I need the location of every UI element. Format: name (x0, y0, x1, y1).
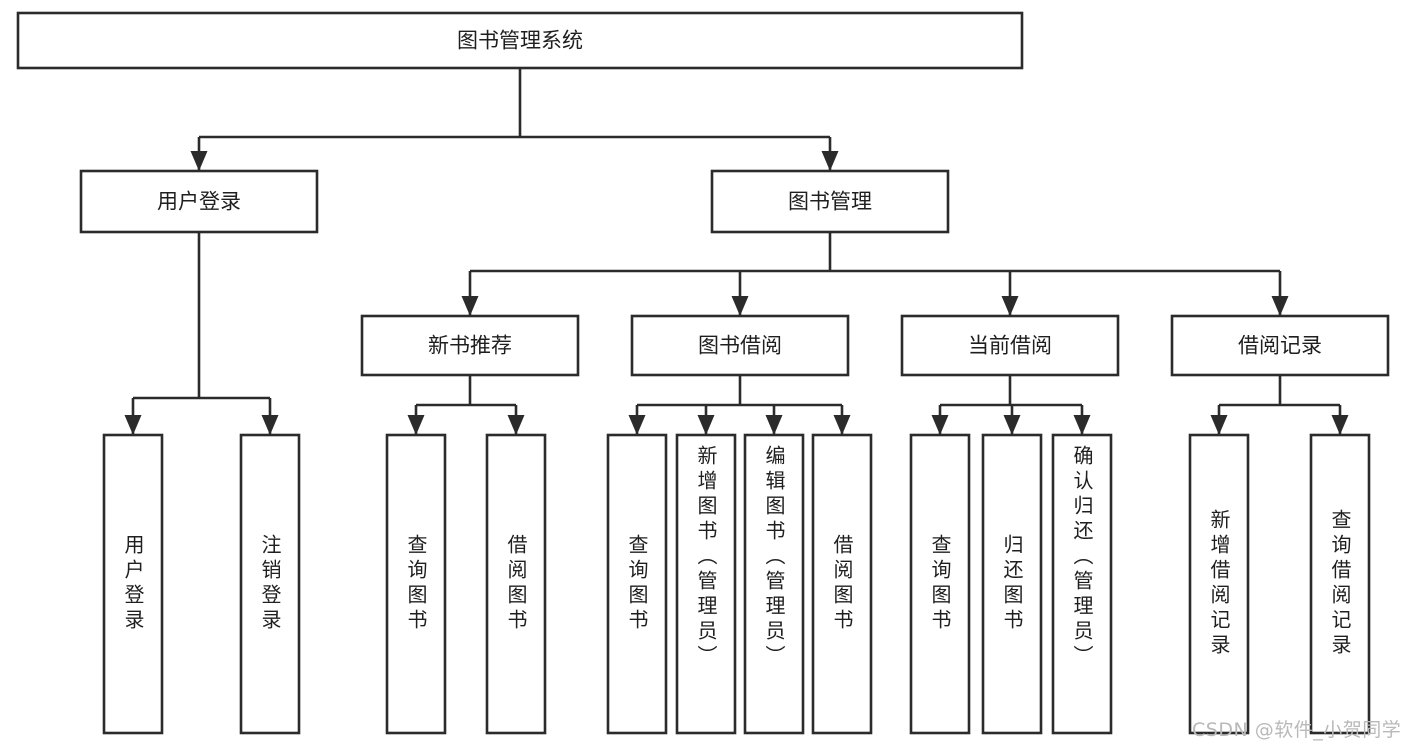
node-root[interactable]: 图书管理系统 (16, 11, 1024, 70)
node-leaf-add-record-rect (1188, 433, 1250, 735)
node-book-manage-rect (710, 169, 950, 234)
arrow-head-icon (1073, 415, 1091, 435)
node-borrow-record-label: 借阅记录 (1238, 334, 1322, 358)
node-user-login[interactable]: 用户登录 (79, 169, 319, 234)
node-book-borrow[interactable]: 图书借阅 (630, 314, 850, 377)
node-leaf-query-record[interactable] (1309, 433, 1371, 735)
node-leaf-return-book[interactable] (981, 433, 1043, 735)
arrow-head-icon (1003, 415, 1021, 435)
node-leaf-add-book[interactable] (675, 433, 737, 735)
arrow-head-icon (1210, 415, 1228, 435)
arrow-head-icon (731, 296, 749, 316)
node-borrow-record[interactable]: 借阅记录 (1170, 314, 1390, 377)
arrow-head-icon (407, 415, 425, 435)
node-leaf-query-book-3[interactable] (909, 433, 971, 735)
node-leaf-query-book-2[interactable] (606, 433, 668, 735)
node-leaf-query-book-2-rect (606, 433, 668, 735)
arrow-head-icon (1271, 296, 1289, 316)
node-leaf-query-book-3-rect (909, 433, 971, 735)
node-new-book-rec-rect (360, 314, 580, 377)
node-leaf-confirm-return[interactable] (1051, 433, 1113, 735)
node-leaf-user-logout[interactable] (239, 433, 301, 735)
arrow-head-icon (124, 415, 142, 435)
node-leaf-add-record[interactable] (1188, 433, 1250, 735)
arrow-head-icon (461, 296, 479, 316)
arrow-head-icon (261, 415, 279, 435)
node-leaf-confirm-return-rect (1051, 433, 1113, 735)
node-new-book-rec-label: 新书推荐 (428, 334, 512, 358)
arrow-head-icon (765, 415, 783, 435)
arrow-head-icon (931, 415, 949, 435)
node-current-borrow-label: 当前借阅 (968, 334, 1052, 358)
node-book-manage-label: 图书管理 (788, 190, 872, 214)
node-book-borrow-label: 图书借阅 (698, 334, 782, 358)
arrow-head-icon (628, 415, 646, 435)
node-leaf-borrow-book-2[interactable] (811, 433, 873, 735)
node-leaf-query-book-1-rect (385, 433, 447, 735)
node-new-book-rec[interactable]: 新书推荐 (360, 314, 580, 377)
node-leaf-user-logout-rect (239, 433, 301, 735)
node-root-label: 图书管理系统 (457, 29, 583, 53)
node-leaf-query-record-rect (1309, 433, 1371, 735)
node-borrow-record-rect (1170, 314, 1390, 377)
node-leaf-borrow-book-2-rect (811, 433, 873, 735)
arrow-head-icon (507, 415, 525, 435)
node-leaf-edit-book-rect (743, 433, 805, 735)
watermark-text: CSDN @软件_小贺同学 (1192, 719, 1402, 741)
arrow-head-icon (697, 415, 715, 435)
node-book-manage[interactable]: 图书管理 (710, 169, 950, 234)
node-root-rect (16, 11, 1024, 70)
node-current-borrow[interactable]: 当前借阅 (900, 314, 1120, 377)
arrow-head-icon (821, 151, 839, 171)
node-leaf-edit-book[interactable] (743, 433, 805, 735)
node-leaf-borrow-book-1-rect (485, 433, 547, 735)
node-user-login-rect (79, 169, 319, 234)
node-leaf-user-login[interactable] (102, 433, 164, 735)
node-leaf-borrow-book-1[interactable] (485, 433, 547, 735)
arrow-head-icon (190, 151, 208, 171)
node-leaf-user-login-rect (102, 433, 164, 735)
node-book-borrow-rect (630, 314, 850, 377)
arrow-head-icon (833, 415, 851, 435)
node-leaf-query-book-1[interactable] (385, 433, 447, 735)
node-leaf-return-book-rect (981, 433, 1043, 735)
node-leaf-add-book-rect (675, 433, 737, 735)
arrow-head-icon (1001, 296, 1019, 316)
arrow-head-icon (1331, 415, 1349, 435)
node-user-login-label: 用户登录 (157, 190, 241, 214)
node-current-borrow-rect (900, 314, 1120, 377)
